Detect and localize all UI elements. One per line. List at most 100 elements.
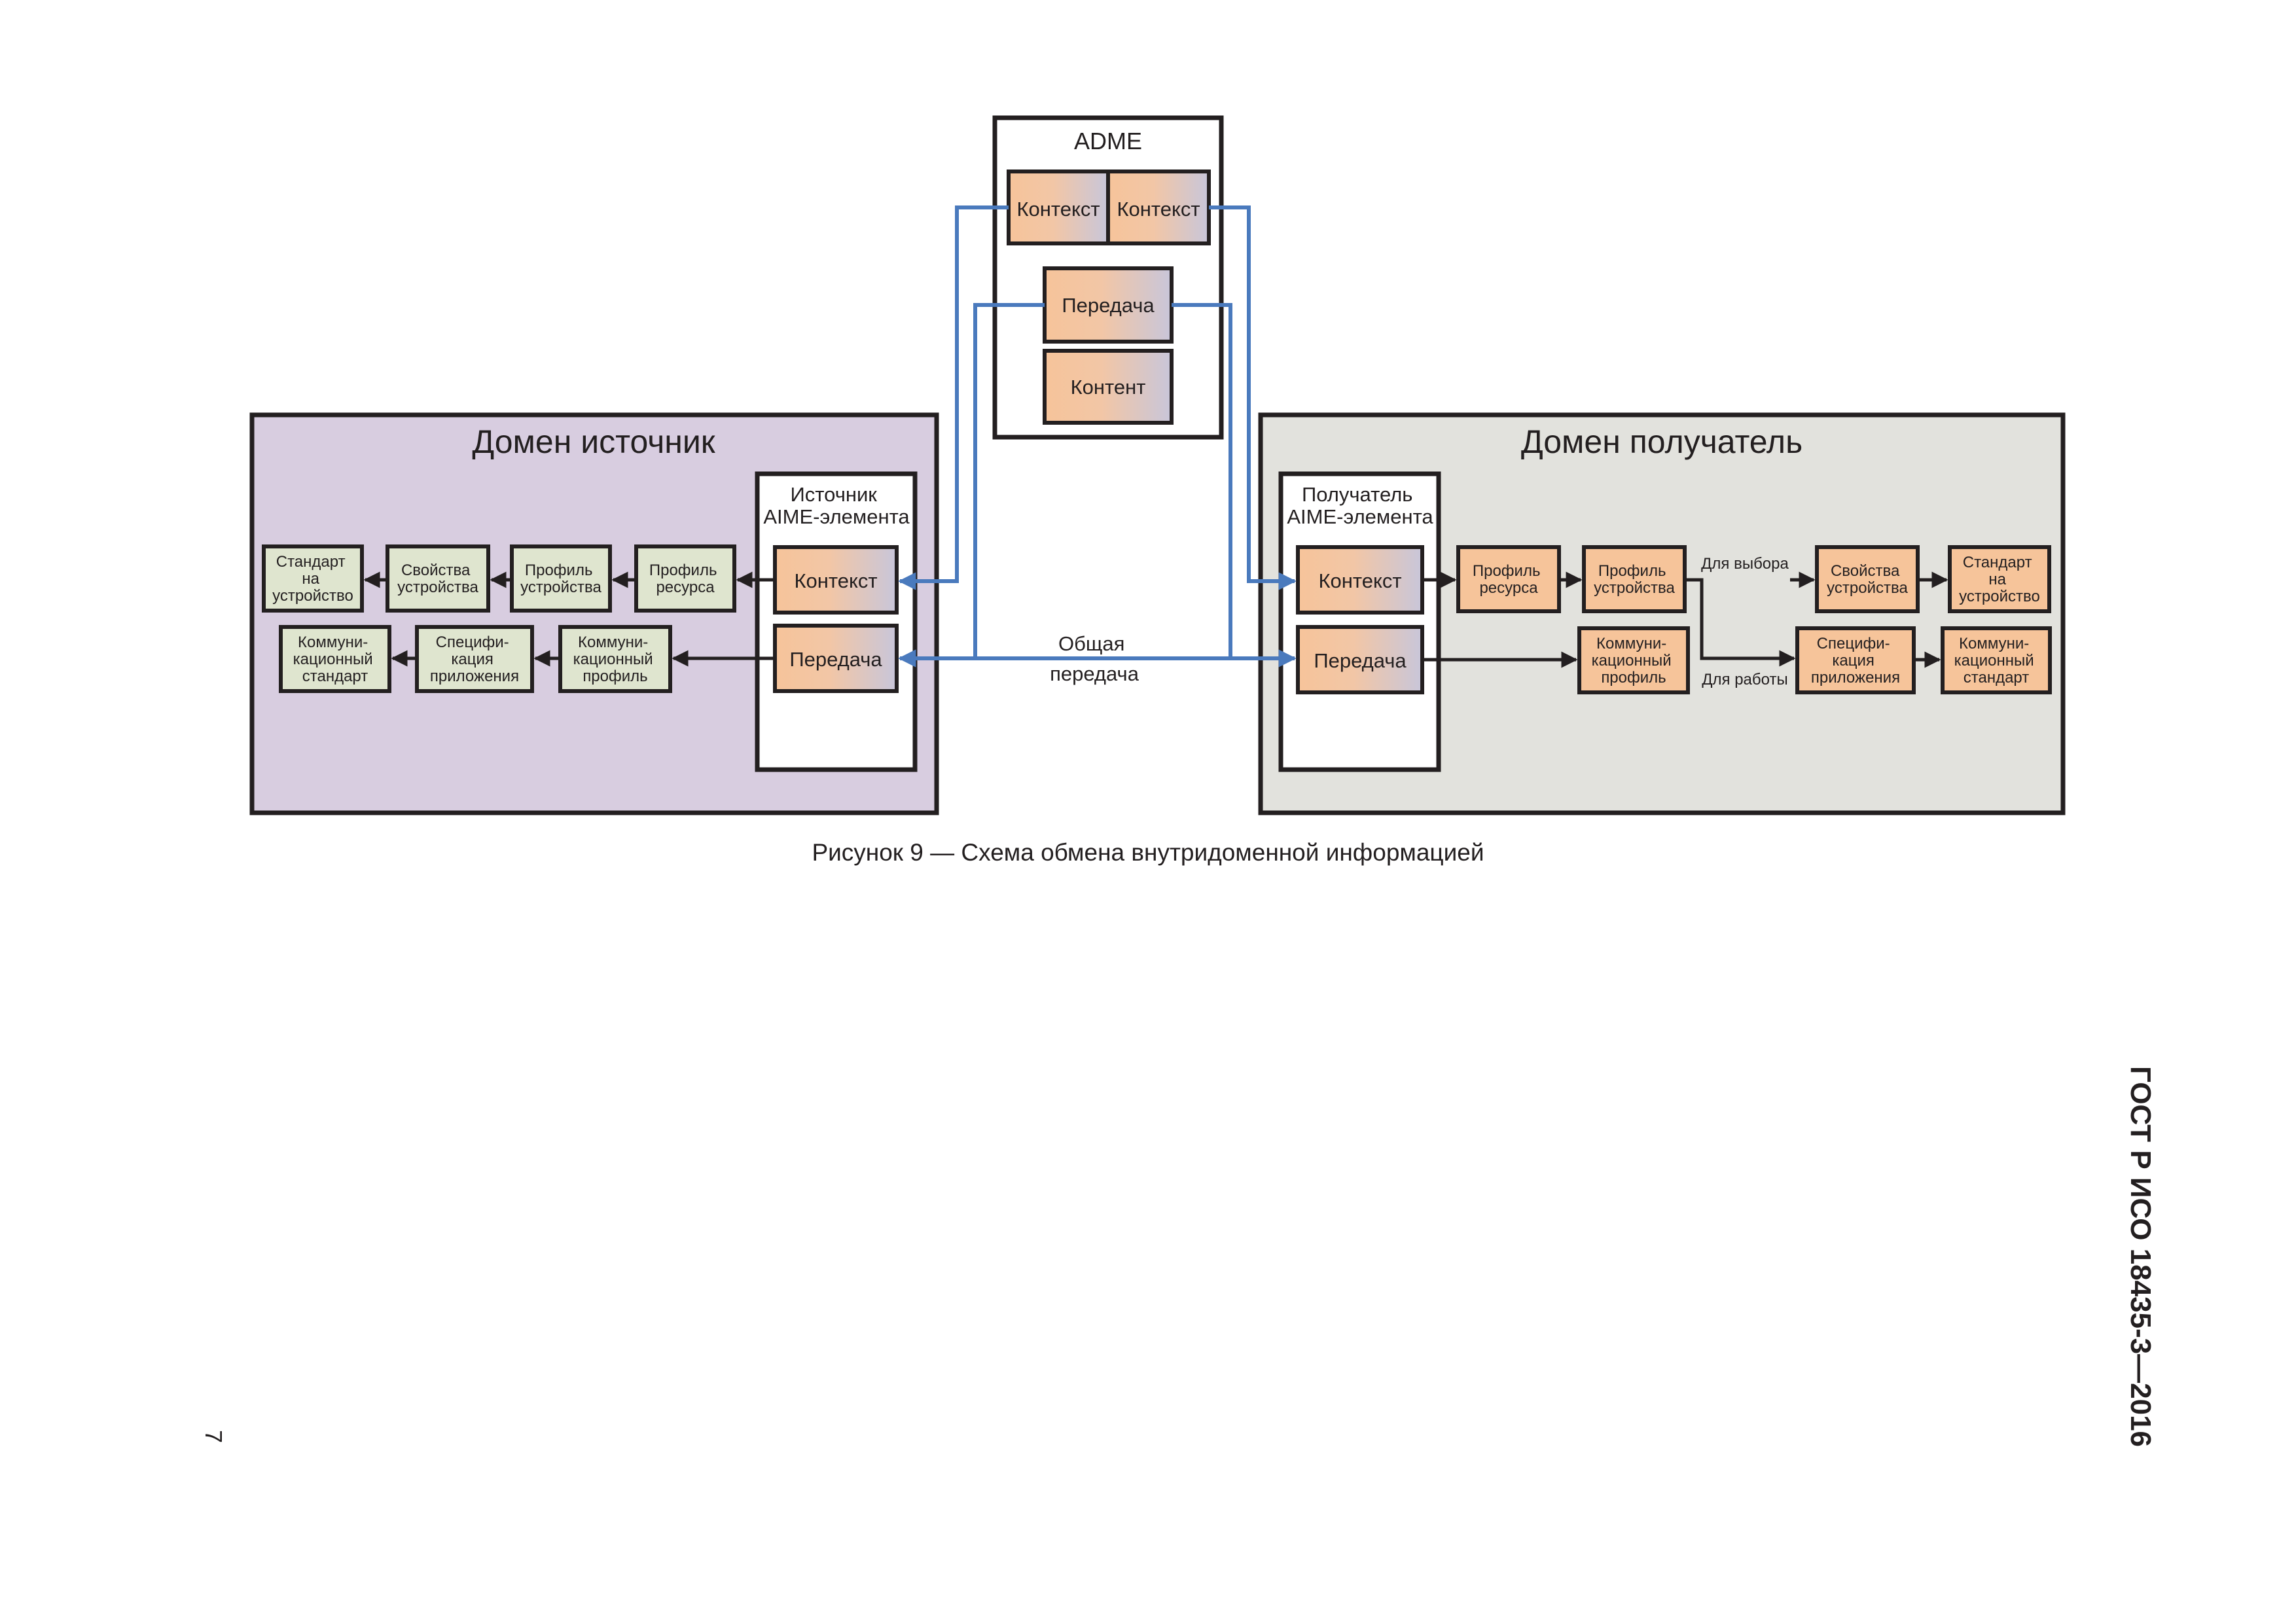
page-number-text: 7	[200, 1429, 227, 1444]
receiver-device-standard-line: Стандарт	[1963, 554, 2032, 571]
source-domain-title: Домен источник	[472, 423, 715, 460]
receiver-comm-profile-line: Коммуни-	[1596, 635, 1666, 652]
receiver-device-profile-line: устройства	[1594, 579, 1675, 597]
receiver-resource-profile-line: ресурса	[1479, 579, 1538, 597]
source-element-label: Источник AIME-элемента	[763, 483, 910, 528]
receiver-device-properties: Свойства устройства	[1827, 562, 1908, 597]
adme-block: ADME Контекст Контекст Передача Контент	[992, 115, 1224, 440]
receiver-device-properties-line: устройства	[1827, 579, 1908, 597]
receiver-comm-profile-line: профиль	[1601, 669, 1666, 687]
shared-transfer-label-line: передача	[1050, 662, 1139, 685]
receiver-comm-profile-line: кационный	[1592, 652, 1672, 669]
link-adme-transfer-to-receiver-transfer	[1172, 303, 1232, 658]
shared-transfer-label: Общая передача	[1050, 632, 1139, 685]
receiver-device-properties-line: Свойства	[1831, 562, 1900, 580]
information-exchange-diagram: ADME Контекст Контекст Передача Контент …	[249, 115, 2066, 815]
source-device-standard: Стандарт на устройство	[272, 553, 353, 605]
receiver-resource-profile: Профиль ресурса	[1473, 562, 1545, 597]
receiver-app-spec-box	[1795, 626, 1916, 694]
source-device-profile-line: устройства	[520, 579, 601, 596]
receiver-device-properties-box	[1815, 545, 1920, 613]
source-device-standard-line: на	[302, 570, 319, 588]
source-comm-profile: Коммуни- кационный профиль	[573, 633, 658, 685]
receiver-transfer: Передача	[1314, 649, 1407, 672]
source-resource-profile-line: ресурса	[656, 579, 715, 596]
label-for-selection: Для выбора	[1701, 555, 1789, 573]
receiver-app-spec-line: кация	[1832, 652, 1874, 669]
adme-context-left-box	[1007, 169, 1110, 245]
source-app-spec: Специфи- кация приложения	[430, 633, 519, 685]
receiver-resource-profile-line: Профиль	[1473, 562, 1541, 580]
source-device-profile-line: Профиль	[525, 562, 593, 579]
source-device-standard-box	[262, 544, 364, 613]
source-comm-profile-line: кационный	[573, 651, 653, 668]
receiver-comm-standard: Коммуни- кационный стандарт	[1954, 635, 2039, 687]
receiver-domain-title: Домен получатель	[1521, 423, 1803, 460]
receiver-arrow-for-operation	[1685, 578, 1796, 667]
source-app-spec-line: кация	[451, 651, 493, 668]
source-context-box	[773, 545, 899, 615]
receiver-device-profile-box	[1582, 545, 1687, 613]
source-element-frame	[755, 471, 918, 772]
adme-title: ADME	[1074, 128, 1142, 154]
receiver-device-standard-line: на	[1988, 571, 2006, 588]
receiver-element-label-line: Получатель	[1302, 483, 1412, 506]
receiver-comm-profile: Коммуни- кационный профиль	[1592, 635, 1676, 687]
source-domain: Домен источник Источник AIME-элемента Ко…	[249, 412, 939, 815]
figure-caption: Рисунок 9 — Схема обмена внутридоменной …	[812, 839, 1484, 866]
source-device-profile: Профиль устройства	[520, 562, 601, 596]
shared-transfer-label-line: Общая	[1058, 632, 1124, 655]
page-number: 7	[194, 1417, 233, 1456]
receiver-device-standard-box	[1948, 545, 2051, 613]
exchange-links	[898, 205, 1297, 668]
source-app-spec-line: приложения	[430, 668, 519, 685]
source-comm-profile-line: профиль	[583, 668, 647, 685]
source-comm-standard-line: стандарт	[302, 668, 368, 685]
receiver-device-profile-line: Профиль	[1598, 562, 1666, 580]
source-element-label-line: Источник	[791, 483, 878, 506]
standard-number-text: ГОСТ Р ИСО 18435-3—2016	[2125, 1065, 2157, 1448]
link-adme-context-to-receiver-context	[1209, 205, 1297, 590]
receiver-app-spec-line: приложения	[1811, 669, 1900, 687]
source-comm-standard-line: кационный	[293, 651, 373, 668]
source-device-profile-box	[510, 544, 612, 613]
adme-context-left: Контекст	[1016, 198, 1100, 221]
receiver-comm-standard-line: Коммуни-	[1959, 635, 2029, 652]
standard-number: ГОСТ Р ИСО 18435-3—2016	[2094, 1066, 2186, 1447]
adme-transfer: Передача	[1062, 294, 1155, 317]
source-device-standard-line: устройство	[272, 587, 353, 605]
source-transfer: Передача	[789, 648, 882, 671]
source-device-properties-line: устройства	[397, 579, 478, 596]
receiver-comm-standard-box	[1941, 626, 2052, 694]
receiver-transfer-box	[1296, 625, 1424, 694]
receiver-device-standard: Стандарт на устройство	[1959, 554, 2040, 605]
receiver-context: Контекст	[1318, 569, 1401, 592]
source-comm-standard-box	[279, 625, 391, 693]
label-for-operation: Для работы	[1702, 671, 1787, 688]
source-comm-profile-line: Коммуни-	[578, 633, 648, 651]
source-device-properties-line: Свойства	[401, 562, 471, 579]
source-comm-standard-line: Коммуни-	[298, 633, 368, 651]
receiver-comm-profile-box	[1577, 626, 1690, 694]
source-app-spec-line: Специфи-	[436, 633, 509, 651]
adme-context-right-box	[1106, 169, 1211, 245]
receiver-device-profile: Профиль устройства	[1594, 562, 1675, 597]
source-app-spec-box	[415, 625, 534, 693]
source-context: Контекст	[794, 569, 877, 592]
source-device-properties-box	[386, 544, 490, 613]
source-resource-profile: Профиль ресурса	[649, 562, 721, 596]
receiver-element-label: Получатель AIME-элемента	[1287, 483, 1433, 528]
receiver-domain: Домен получатель Получатель AIME-элемент…	[1258, 412, 2066, 815]
source-transfer-box	[773, 624, 899, 693]
source-device-standard-line: Стандарт	[276, 553, 346, 571]
source-element-label-line: AIME-элемента	[763, 505, 910, 528]
adme-context-right: Контекст	[1117, 198, 1200, 221]
source-comm-standard: Коммуни- кационный стандарт	[293, 633, 378, 685]
receiver-app-spec: Специфи- кация приложения	[1811, 635, 1900, 687]
receiver-comm-standard-line: стандарт	[1964, 669, 2030, 687]
source-resource-profile-line: Профиль	[649, 562, 717, 579]
receiver-comm-standard-line: кационный	[1954, 652, 2034, 669]
receiver-app-spec-line: Специфи-	[1817, 635, 1890, 652]
link-adme-context-to-source-context	[898, 205, 1009, 590]
source-device-properties: Свойства устройства	[397, 562, 478, 596]
